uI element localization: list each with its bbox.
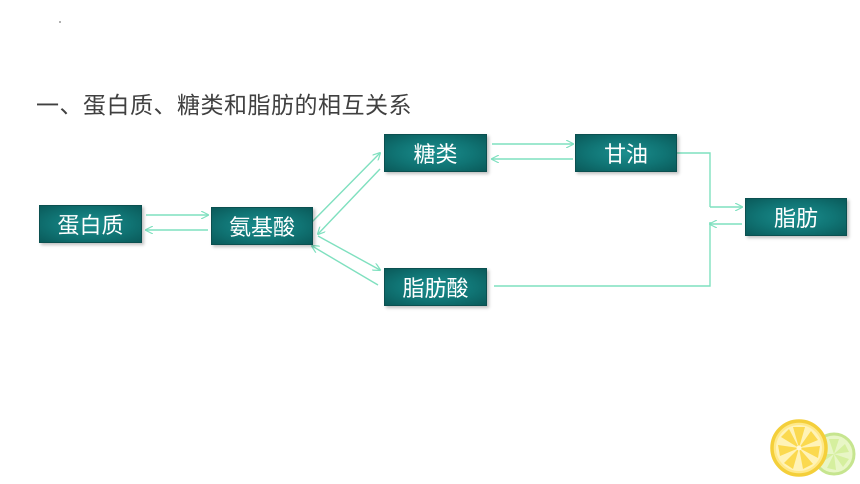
node-fat: 脂肪	[745, 198, 847, 236]
arrow-amino-to-sugar	[311, 153, 380, 223]
slide-title: 一、蛋白质、糖类和脂肪的相互关系	[36, 93, 412, 119]
node-amino-acid: 氨基酸	[211, 207, 313, 245]
decorative-dot	[59, 21, 61, 23]
connector-fattyacid-bracket	[494, 222, 711, 287]
lemon-slice	[770, 419, 828, 477]
connector-glycerol-bracket	[677, 152, 711, 207]
arrow-fattyacid-to-amino	[312, 246, 379, 286]
node-protein: 蛋白质	[39, 205, 142, 243]
lemon-slice-decoration	[770, 419, 856, 477]
node-sugar: 糖类	[384, 134, 487, 172]
node-fatty-acid: 脂肪酸	[384, 268, 487, 306]
arrow-sugar-to-amino	[318, 168, 381, 234]
arrow-amino-to-fattyacid	[317, 235, 380, 270]
node-glycerol: 甘油	[575, 134, 677, 172]
